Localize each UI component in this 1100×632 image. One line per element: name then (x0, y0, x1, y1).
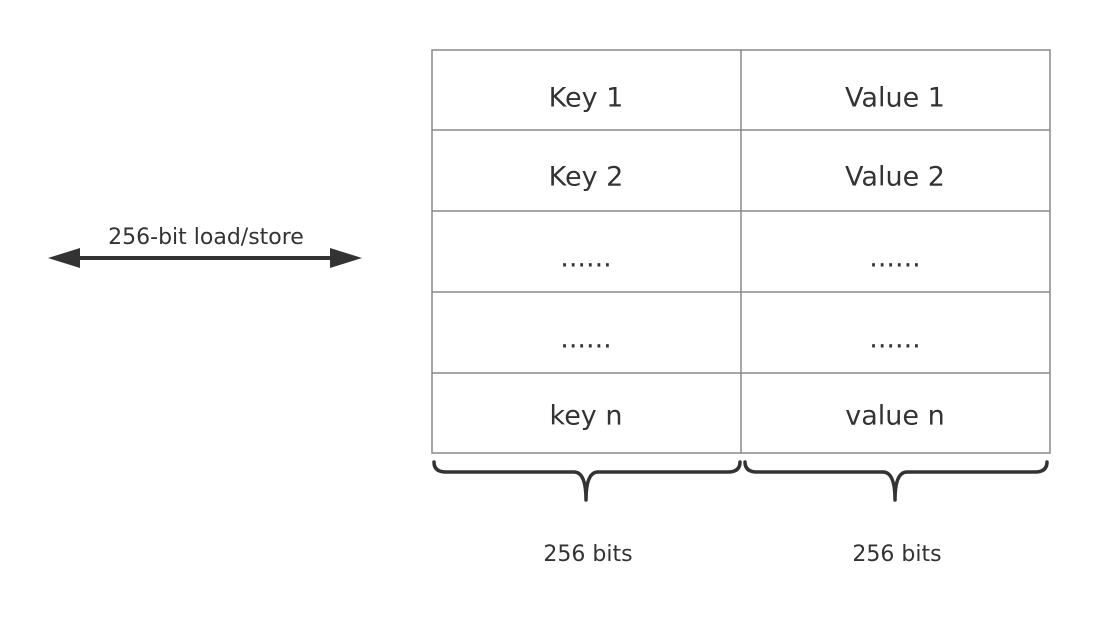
value-brace-icon (743, 460, 1049, 502)
value-cell: Value 2 (845, 162, 945, 193)
key-cell: Key 2 (549, 162, 624, 193)
key-value-table: Key 1 Value 1 Key 2 Value 2 ...... .....… (431, 49, 1051, 454)
key-width-label: 256 bits (543, 542, 632, 567)
key-cell: ...... (560, 243, 612, 274)
arrow-head-right (330, 248, 362, 268)
key-cell: ...... (560, 324, 612, 355)
value-width-label: 256 bits (852, 542, 941, 567)
value-cell: value n (845, 401, 944, 432)
key-cell: key n (550, 401, 623, 432)
key-brace-icon (432, 460, 742, 502)
arrow-head-left (48, 248, 80, 268)
value-cell: ...... (869, 324, 921, 355)
key-column-brace: 256 bits (432, 460, 742, 567)
value-cell: ...... (869, 243, 921, 274)
value-column-brace: 256 bits (743, 460, 1049, 567)
value-cell: Value 1 (845, 83, 945, 114)
load-store-arrow: 256-bit load/store (48, 225, 362, 268)
arrow-label: 256-bit load/store (108, 225, 304, 250)
key-cell: Key 1 (549, 83, 624, 114)
